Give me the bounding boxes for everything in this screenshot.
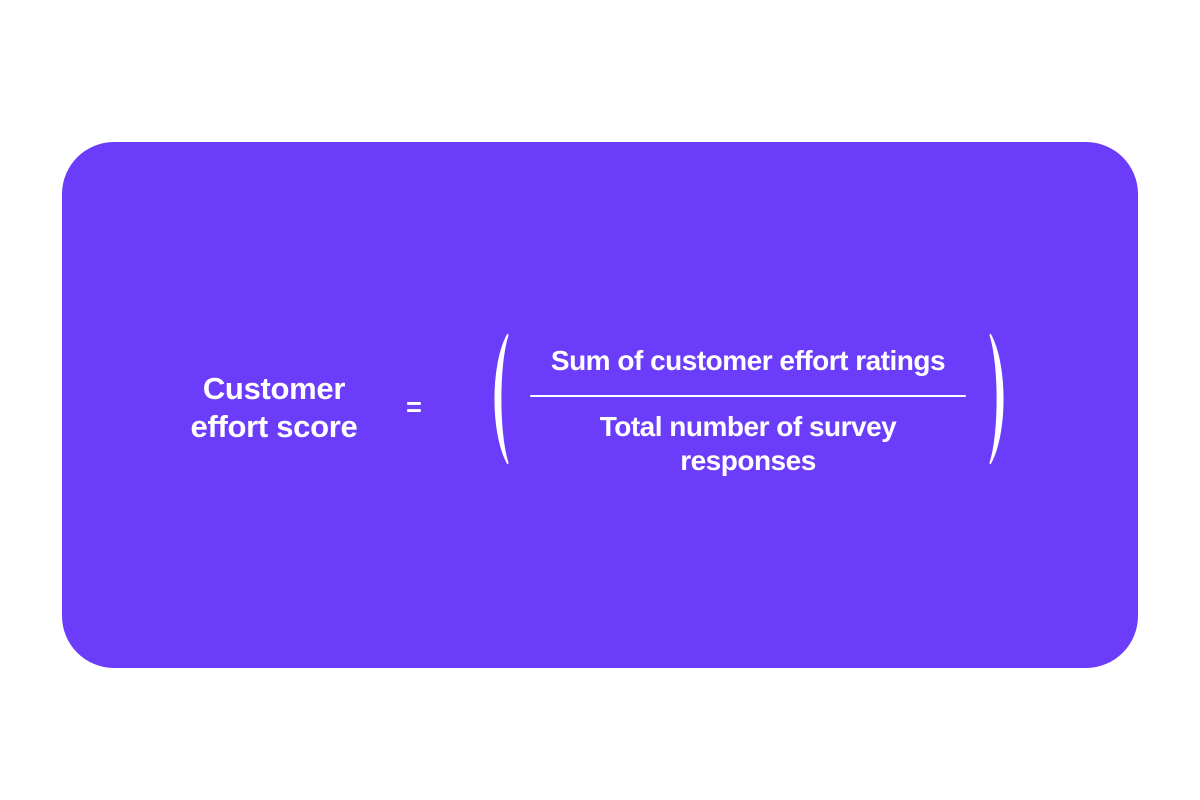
metric-name-label: Customer effort score (190, 371, 358, 444)
fraction: Sum of customer effort ratings Total num… (530, 344, 966, 478)
formula-card: Customer effort score = Sum of customer … (62, 142, 1138, 668)
open-parenthesis-icon (494, 333, 509, 465)
equals-sign: = (406, 392, 422, 422)
close-parenthesis-icon (989, 333, 1004, 465)
fraction-denominator: Total number of survey responses (599, 411, 897, 476)
fraction-divider-line (530, 395, 966, 397)
fraction-numerator: Sum of customer effort ratings (550, 345, 946, 376)
